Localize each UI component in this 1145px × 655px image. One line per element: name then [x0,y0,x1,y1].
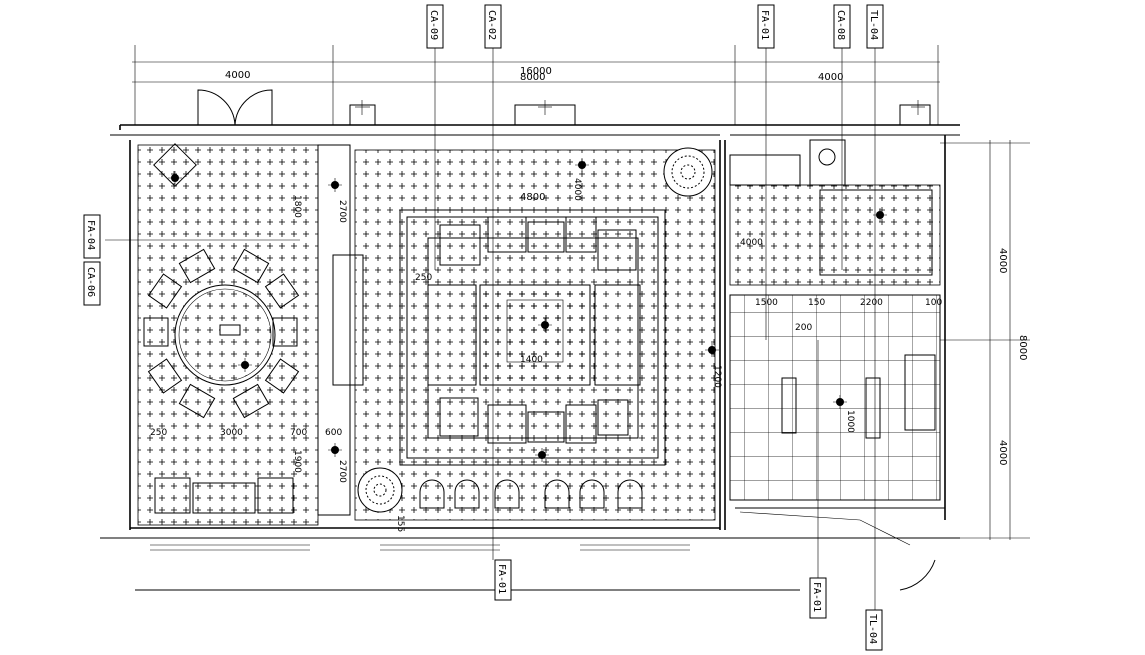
svg-text:FA-01: FA-01 [811,582,822,612]
dim-4000-b: 4000 [740,238,763,248]
dim-4000-a: 4000 [572,178,582,201]
svg-text:FA-01: FA-01 [759,10,770,40]
plant-topright [663,147,713,197]
right-dimension-lines [940,140,1030,540]
dim-top-right: 4000 [818,72,843,83]
dim-600: 600 [325,428,342,438]
svg-text:CA-06: CA-06 [85,267,96,297]
dim-right-bottom: 4000 [997,440,1008,465]
svg-text:CA-08: CA-08 [835,10,846,40]
dim-700: 700 [290,428,307,438]
living-sofas [427,216,641,444]
dim-right-top: 4000 [997,248,1008,273]
dim-1000: 1000 [845,410,855,433]
tag-fa-04-left: FA-04 [83,214,101,259]
dim-250-b: 250 [150,428,167,438]
dim-1500: 1500 [755,298,778,308]
exterior-walls [100,100,960,591]
storage-shelf [729,154,801,186]
tag-tl-04-top: TL-04 [866,4,884,49]
dim-top-total: 16000 [520,66,552,77]
callout-leader-lines [105,48,876,610]
dining-table-group [174,284,276,386]
dim-150: 150 [808,298,825,308]
bench-left [781,377,797,434]
svg-text:TL-04: TL-04 [868,10,879,40]
tag-tl-04-bottom: TL-04 [865,609,883,651]
dim-200: 200 [795,323,812,333]
dim-2700-a: 2700 [337,200,347,223]
dim-155: 155 [395,515,405,532]
svg-text:TL-04: TL-04 [867,614,878,644]
dim-top-left: 4000 [225,70,250,81]
top-dimension-lines [132,45,940,125]
dim-250-a: 250 [415,273,432,283]
tiled-floor [729,294,941,501]
svg-text:CA-02: CA-02 [486,10,497,40]
dim-2700-b: 2700 [337,460,347,483]
coffee-table [479,284,591,386]
dim-right-total: 8000 [1017,335,1028,360]
dim-1200: 1200 [712,365,722,388]
dining-chairs [143,248,300,419]
svg-text:FA-01: FA-01 [496,564,507,594]
carpet-outer [399,209,666,466]
dining-side-furniture [153,143,294,514]
dim-2200: 2200 [860,298,883,308]
dim-1400: 1400 [520,355,543,365]
plant-bottomleft [357,467,403,513]
tag-fa-01-bottom: FA-01 [494,559,512,601]
entrance-double-door [197,89,273,126]
tag-ca-09-top: CA-09 [426,4,444,49]
dim-100: 100 [925,298,942,308]
dim-3000: 3000 [220,428,243,438]
dim-1800: 1800 [292,195,302,218]
light-fixtures [168,158,887,462]
tag-fa-01-bottom2: FA-01 [809,577,827,619]
partition-wall [317,144,351,516]
dim-top-mid: 8000 [520,72,545,83]
tag-ca-08-top: CA-08 [833,4,851,49]
dim-4800: 4800 [520,192,545,203]
tag-fa-01-top: FA-01 [757,4,775,49]
svg-text:FA-04: FA-04 [85,220,96,250]
lounge-chairs-row [419,479,643,509]
tag-ca-06-left: CA-06 [83,261,101,306]
washbasin [809,139,846,186]
kitchen-floor-hatch [729,184,941,286]
tag-ca-02-top: CA-02 [484,4,502,49]
svg-text:CA-09: CA-09 [428,10,439,40]
dim-1900: 1900 [292,450,302,473]
bench-right [865,377,881,439]
